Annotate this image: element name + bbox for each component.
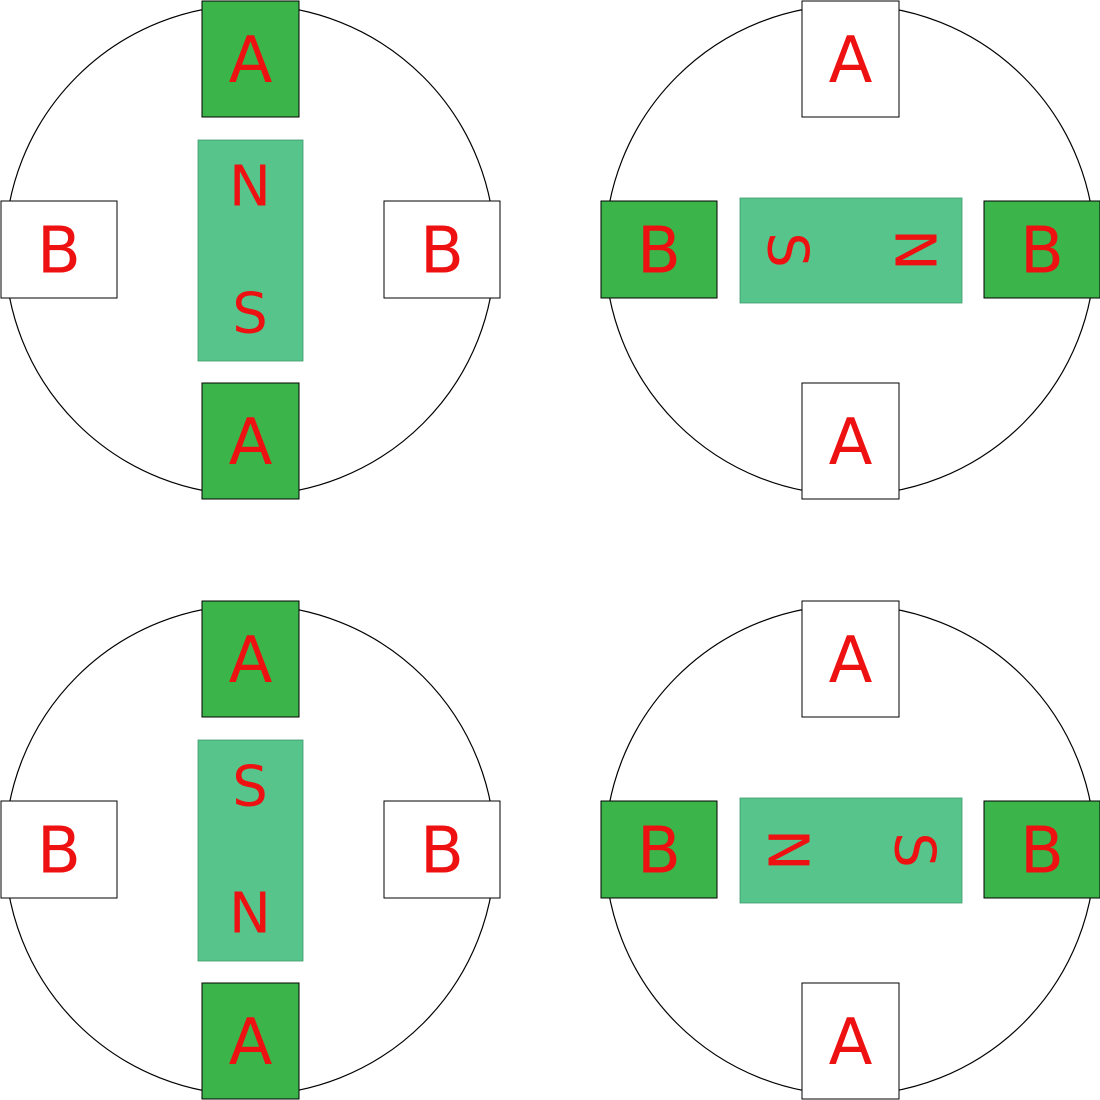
pole-left: B (0, 200, 118, 299)
pole-bottom: A (801, 382, 900, 500)
magnet-pole-end2: S (232, 282, 268, 347)
pole-label: B (1020, 215, 1064, 289)
pole-right: B (983, 800, 1100, 899)
pole-right: B (983, 200, 1100, 299)
pole-label: A (229, 624, 273, 698)
magnet-pole-end1: N (229, 155, 271, 220)
pole-shape (383, 200, 501, 299)
pole-top: A (201, 0, 300, 118)
pole-label: A (829, 624, 873, 698)
pole-label: B (637, 215, 681, 289)
pole-label: B (37, 815, 81, 889)
energized-pole-shape (201, 0, 300, 118)
pole-top: A (201, 600, 300, 718)
rotor-magnet: SN (197, 739, 304, 962)
magnet-body (197, 739, 304, 962)
pole-shape (0, 800, 118, 899)
pole-shape (0, 200, 118, 299)
energized-pole-shape (600, 800, 718, 899)
energized-pole-shape (600, 200, 718, 299)
pole-label: A (829, 24, 873, 98)
pole-bottom: A (801, 982, 900, 1100)
magnet-pole-end1: N (755, 829, 820, 871)
pole-right: B (383, 800, 501, 899)
pole-label: A (229, 24, 273, 98)
magnet-pole-end1: S (755, 232, 820, 268)
pole-shape (801, 0, 900, 118)
pole-bottom: A (201, 382, 300, 500)
pole-right: B (383, 200, 501, 299)
pole-label: B (37, 215, 81, 289)
pole-label: B (1020, 815, 1064, 889)
pole-shape (801, 382, 900, 500)
magnet-pole-end2: N (229, 882, 271, 947)
motor-panel-1: A A B B NS (0, 0, 501, 500)
pole-bottom: A (201, 982, 300, 1100)
magnet-body (197, 139, 304, 362)
magnet-pole-end1: S (232, 755, 268, 820)
magnet-body (739, 197, 963, 304)
pole-label: A (829, 406, 873, 480)
rotor-magnet: NS (197, 139, 304, 362)
pole-label: B (420, 215, 464, 289)
energized-pole-shape (983, 200, 1100, 299)
energized-pole-shape (983, 800, 1100, 899)
pole-shape (801, 600, 900, 718)
energized-pole-shape (201, 382, 300, 500)
magnet-body (739, 797, 963, 904)
pole-top: A (801, 600, 900, 718)
magnet-pole-end2: N (882, 229, 947, 271)
pole-shape (383, 800, 501, 899)
pole-shape (801, 982, 900, 1100)
pole-label: A (229, 406, 273, 480)
pole-top: A (801, 0, 900, 118)
energized-pole-shape (201, 600, 300, 718)
motor-panel-3: A A B B SN (0, 600, 501, 1100)
pole-label: A (829, 1006, 873, 1080)
pole-label: B (420, 815, 464, 889)
pole-left: B (600, 800, 718, 899)
energized-pole-shape (201, 982, 300, 1100)
pole-label: B (637, 815, 681, 889)
pole-left: B (600, 200, 718, 299)
pole-left: B (0, 800, 118, 899)
magnet-pole-end2: S (882, 832, 947, 868)
pole-label: A (229, 1006, 273, 1080)
